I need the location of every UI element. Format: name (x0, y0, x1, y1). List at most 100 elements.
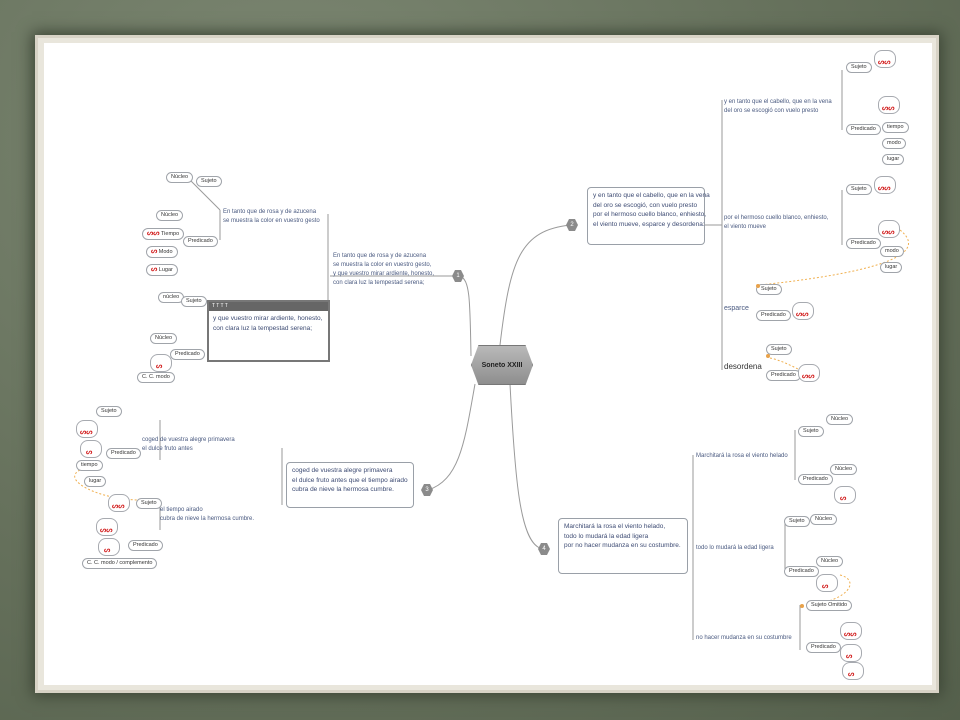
b3s-line: el dulce fruto antes (142, 446, 193, 452)
red-mark-box[interactable]: ᔕᔕ (108, 494, 130, 512)
sujeto-pill[interactable]: Sujeto (181, 296, 207, 307)
item-pill[interactable]: lugar (84, 476, 107, 487)
predicado-pill[interactable]: Predicado (846, 238, 881, 249)
b1-line: y que vuestro mirar ardiente, honesto, (333, 271, 435, 277)
branch4-sub1[interactable]: Marchitará la rosa el viento helado (696, 453, 788, 459)
item-pill[interactable]: ᔕ Lugar (146, 264, 178, 276)
red-mark-box[interactable]: ᔕᔕ (874, 50, 896, 68)
branch1-text[interactable]: En tanto que de rosa y de azucena se mue… (333, 252, 434, 288)
link-dot (756, 284, 760, 288)
red-mark-box[interactable]: ᔕᔕ (874, 176, 896, 194)
red-mark-box[interactable]: ᔕᔕ (878, 220, 900, 238)
branch4-textbox[interactable]: Marchitará la rosa el viento helado, tod… (558, 518, 688, 574)
red-mark-box[interactable]: ᔕ (840, 644, 862, 662)
branch3-sub2[interactable]: el tiempo airado cubra de nieve la hermo… (160, 506, 254, 524)
item-pill[interactable]: ᔕᔕ Tiempo (142, 228, 185, 240)
predicado-pill[interactable]: Predicado (798, 474, 833, 485)
red-mark-box[interactable]: ᔕ (816, 574, 838, 592)
b2-line: del oro se escogió, con vuelo presto (593, 201, 698, 209)
branch3-textbox[interactable]: coged de vuestra alegre primavera el dul… (286, 462, 414, 508)
sujeto-omitido-pill[interactable]: Sujeto Omitido (806, 600, 853, 611)
branch3-sub1[interactable]: coged de vuestra alegre primavera el dul… (142, 436, 235, 454)
nucleo-pill[interactable]: Núcleo (810, 514, 838, 525)
red-mark-box[interactable]: ᔕᔕ (878, 96, 900, 114)
nucleo-pill[interactable]: Núcleo (816, 556, 844, 567)
red-mark-box[interactable]: ᔕᔕ (76, 420, 98, 438)
modo-pill[interactable]: C. C. modo (137, 372, 175, 383)
b1-line: con clara luz la tempestad serena; (333, 280, 425, 286)
branch4-sub3[interactable]: no hacer mudanza en su costumbre (696, 635, 792, 641)
red-mark-box[interactable]: ᔕᔕ (96, 518, 118, 536)
branch4-sub2[interactable]: todo lo mudará la edad ligera (696, 545, 774, 551)
red-mark-box[interactable]: ᔕ (80, 440, 102, 458)
sujeto-pill[interactable]: Sujeto (136, 498, 162, 509)
sujeto-pill[interactable]: Sujeto (196, 176, 222, 187)
link-dot (766, 354, 770, 358)
branch2-sub-mid[interactable]: por el hermoso cuello blanco, enhiesto, … (724, 214, 828, 232)
nucleo-pill[interactable]: Núcleo (830, 464, 858, 475)
branch2-textbox[interactable]: y en tanto que el cabello, que en la ven… (587, 187, 710, 245)
item-pill[interactable]: Núcleo (156, 210, 184, 221)
item-pill[interactable]: C. C. modo / complemento (82, 558, 158, 569)
b3s2-line: el tiempo airado (160, 507, 203, 513)
item-pill[interactable]: ᔕ Modo (146, 246, 178, 258)
esparce-word[interactable]: esparce (724, 305, 749, 312)
predicado-pill[interactable]: Predicado (756, 310, 791, 321)
predicado-pill[interactable]: Predicado (106, 448, 141, 459)
b4-line: Marchitará la rosa el viento helado, (564, 523, 666, 530)
item-pill[interactable]: tiempo (76, 460, 103, 471)
sujeto-pill[interactable]: Sujeto (784, 516, 810, 527)
red-mark-box[interactable]: ᔕᔕ (792, 302, 814, 320)
sujeto-pill[interactable]: Sujeto (846, 62, 872, 73)
b1s-line: se muestra la color en vuestro gesto (223, 218, 320, 224)
nucleo-pill[interactable]: Núcleo (826, 414, 854, 425)
selected-topic-panel[interactable]: T T T T y que vuestro mirar ardiente, ho… (207, 300, 330, 362)
desordena-word[interactable]: desordena (724, 362, 762, 371)
red-mark-box[interactable]: ᔕ (98, 538, 120, 556)
red-mark-box[interactable]: ᔕ (834, 486, 856, 504)
nucleo-pill[interactable]: Núcleo (166, 172, 194, 183)
item-pill[interactable]: lugar (882, 154, 905, 165)
sujeto-pill[interactable]: Sujeto (766, 344, 792, 355)
predicado-pill[interactable]: Predicado (170, 349, 205, 360)
branch3-number: 3 (421, 484, 433, 496)
sujeto-pill[interactable]: Sujeto (756, 284, 782, 295)
red-mark-box[interactable]: ᔕᔕ (798, 364, 820, 382)
predicado-pill[interactable]: Predicado (128, 540, 163, 551)
b2t-line: del oro se escogió con vuelo presto (724, 108, 819, 114)
red-mark-box[interactable]: ᔕ (150, 354, 172, 372)
nucleo-pill[interactable]: Núcleo (150, 333, 178, 344)
b1-line: se muestra la color en vuestro gesto, (333, 262, 432, 268)
branch2-number: 2 (566, 219, 578, 231)
predicado-pill[interactable]: Predicado (784, 566, 819, 577)
predicado-pill[interactable]: Predicado (806, 642, 841, 653)
b2t-line: y en tanto que el cabello, que en la ven… (724, 99, 832, 105)
b4-line: todo lo mudará la edad ligera (564, 532, 649, 540)
predicado-pill[interactable]: Predicado (183, 236, 218, 247)
sujeto-pill[interactable]: Sujeto (96, 406, 122, 417)
sujeto-pill[interactable]: Sujeto (798, 426, 824, 437)
b2-line: por el hermoso cuello blanco, enhiesto, (593, 211, 707, 218)
predicado-pill[interactable]: Predicado (766, 370, 801, 381)
b3-line: el dulce fruto antes que el tiempo airad… (292, 476, 408, 484)
branch2-sub-top[interactable]: y en tanto que el cabello, que en la ven… (724, 98, 832, 116)
item-pill[interactable]: tiempo (882, 122, 909, 133)
b3-line: cubra de nieve la hermosa cumbre. (292, 486, 394, 493)
b1s-line: En tanto que de rosa y de azucena (223, 209, 317, 215)
item-label: Tiempo (161, 231, 180, 237)
item-pill[interactable]: lugar (880, 262, 903, 273)
b3s2-line: cubra de nieve la hermosa cumbre. (160, 516, 255, 522)
b4-line: por no hacer mudanza en su costumbre. (564, 542, 681, 549)
sujeto-pill[interactable]: Sujeto (846, 184, 872, 195)
item-pill[interactable]: modo (880, 246, 904, 257)
panel-text: y que vuestro mirar ardiente, honesto, c… (209, 311, 328, 336)
item-label: Lugar (158, 267, 173, 273)
red-mark-box[interactable]: ᔕᔕ (840, 622, 862, 640)
red-mark-box[interactable]: ᔕ (842, 662, 864, 680)
branch1-sub1[interactable]: En tanto que de rosa y de azucena se mue… (223, 208, 320, 226)
b2-line: y en tanto que el cabello, que en la ven… (593, 192, 710, 199)
predicado-pill[interactable]: Predicado (846, 124, 881, 135)
central-topic[interactable]: Soneto XXIII (471, 345, 533, 385)
item-pill[interactable]: modo (882, 138, 906, 149)
b2m-line: por el hermoso cuello blanco, enhiesto, (724, 215, 829, 221)
